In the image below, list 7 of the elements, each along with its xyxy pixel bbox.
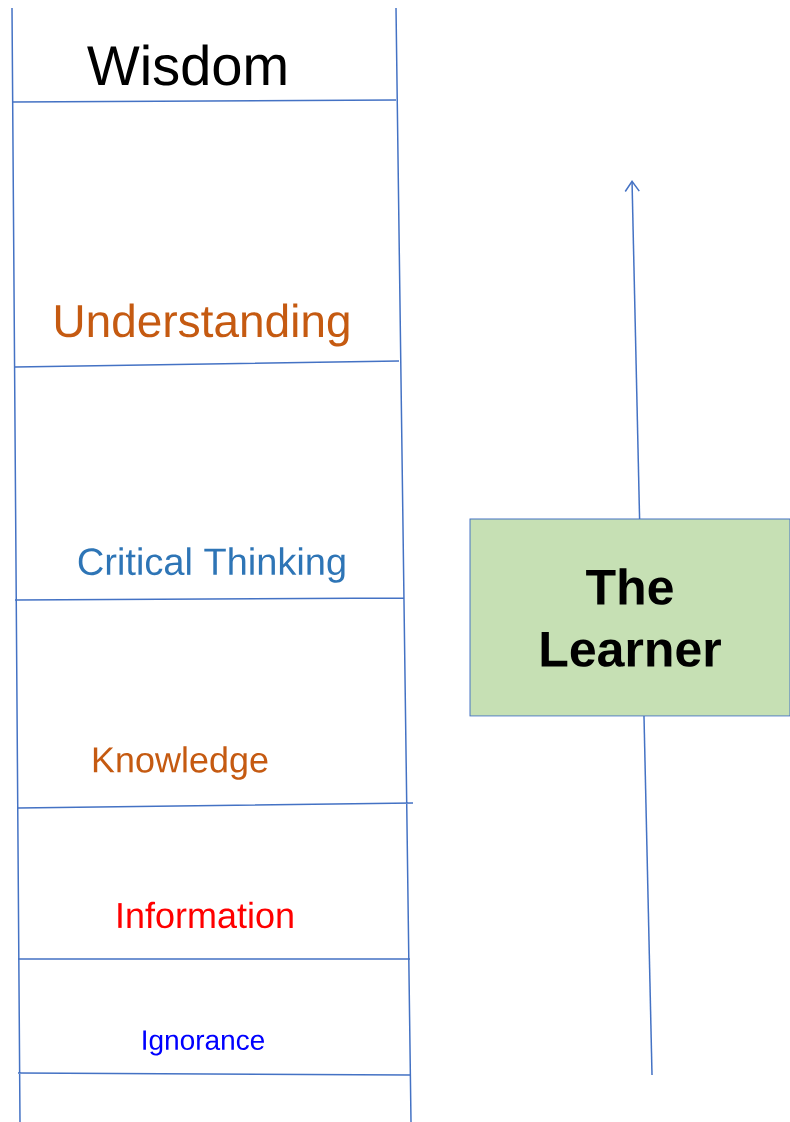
process-box: The Learner: [469, 518, 790, 717]
rung-label: Understanding: [55, 303, 349, 347]
rung-label: Critical Thinking: [78, 547, 345, 583]
rung-label: Wisdom: [87, 44, 286, 86]
rung-label: Information: [118, 901, 293, 929]
rung-label: Knowledge: [93, 746, 268, 780]
rung-label: Ignorance: [143, 1030, 264, 1056]
